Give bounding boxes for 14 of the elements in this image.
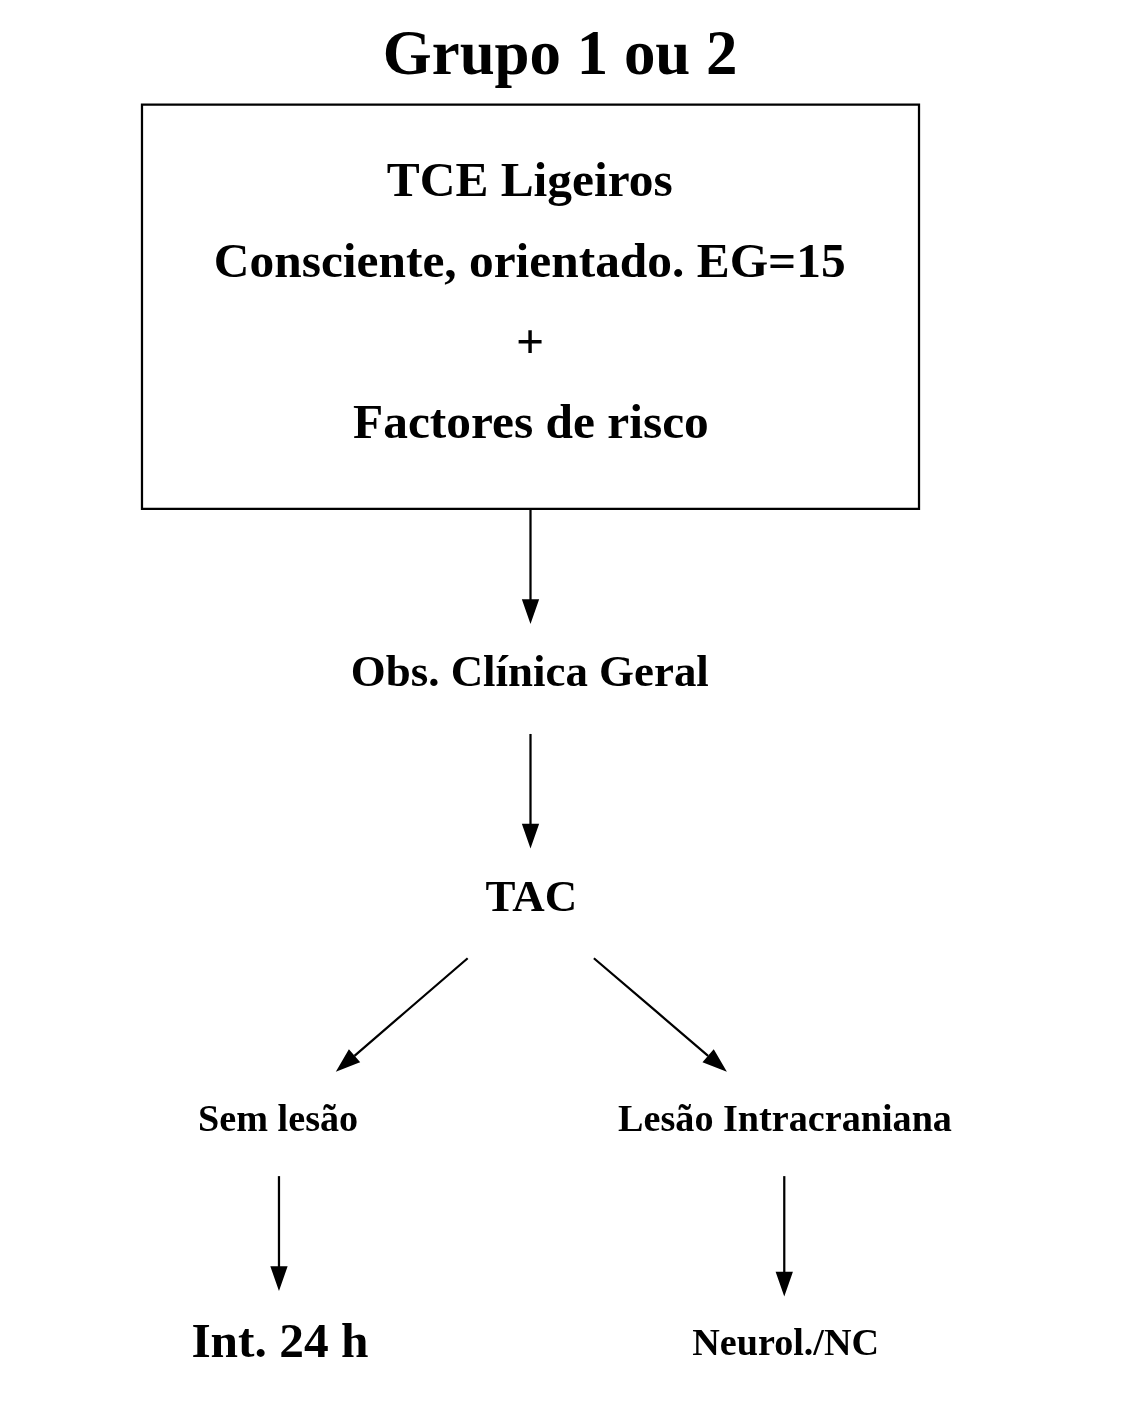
arrow	[775, 1176, 793, 1297]
node-text: Lesão Intracraniana	[618, 1097, 952, 1140]
arrow	[521, 509, 540, 624]
node-text: Int. 24 h	[191, 1312, 369, 1368]
node-text: Sem lesão	[198, 1097, 359, 1140]
arrow	[335, 957, 469, 1072]
arrow	[270, 1176, 288, 1292]
arrow	[521, 733, 540, 849]
node-text: Neurol./NC	[692, 1320, 880, 1363]
diagram-title: Grupo 1 ou 2	[382, 18, 738, 89]
node-text: Obs. Clínica Geral	[350, 646, 709, 697]
arrow	[593, 957, 727, 1072]
node-box: TCE Ligeiros Consciente, orientado. EG=15 + Factores de risco	[140, 103, 921, 510]
node-text: TAC	[485, 870, 578, 921]
